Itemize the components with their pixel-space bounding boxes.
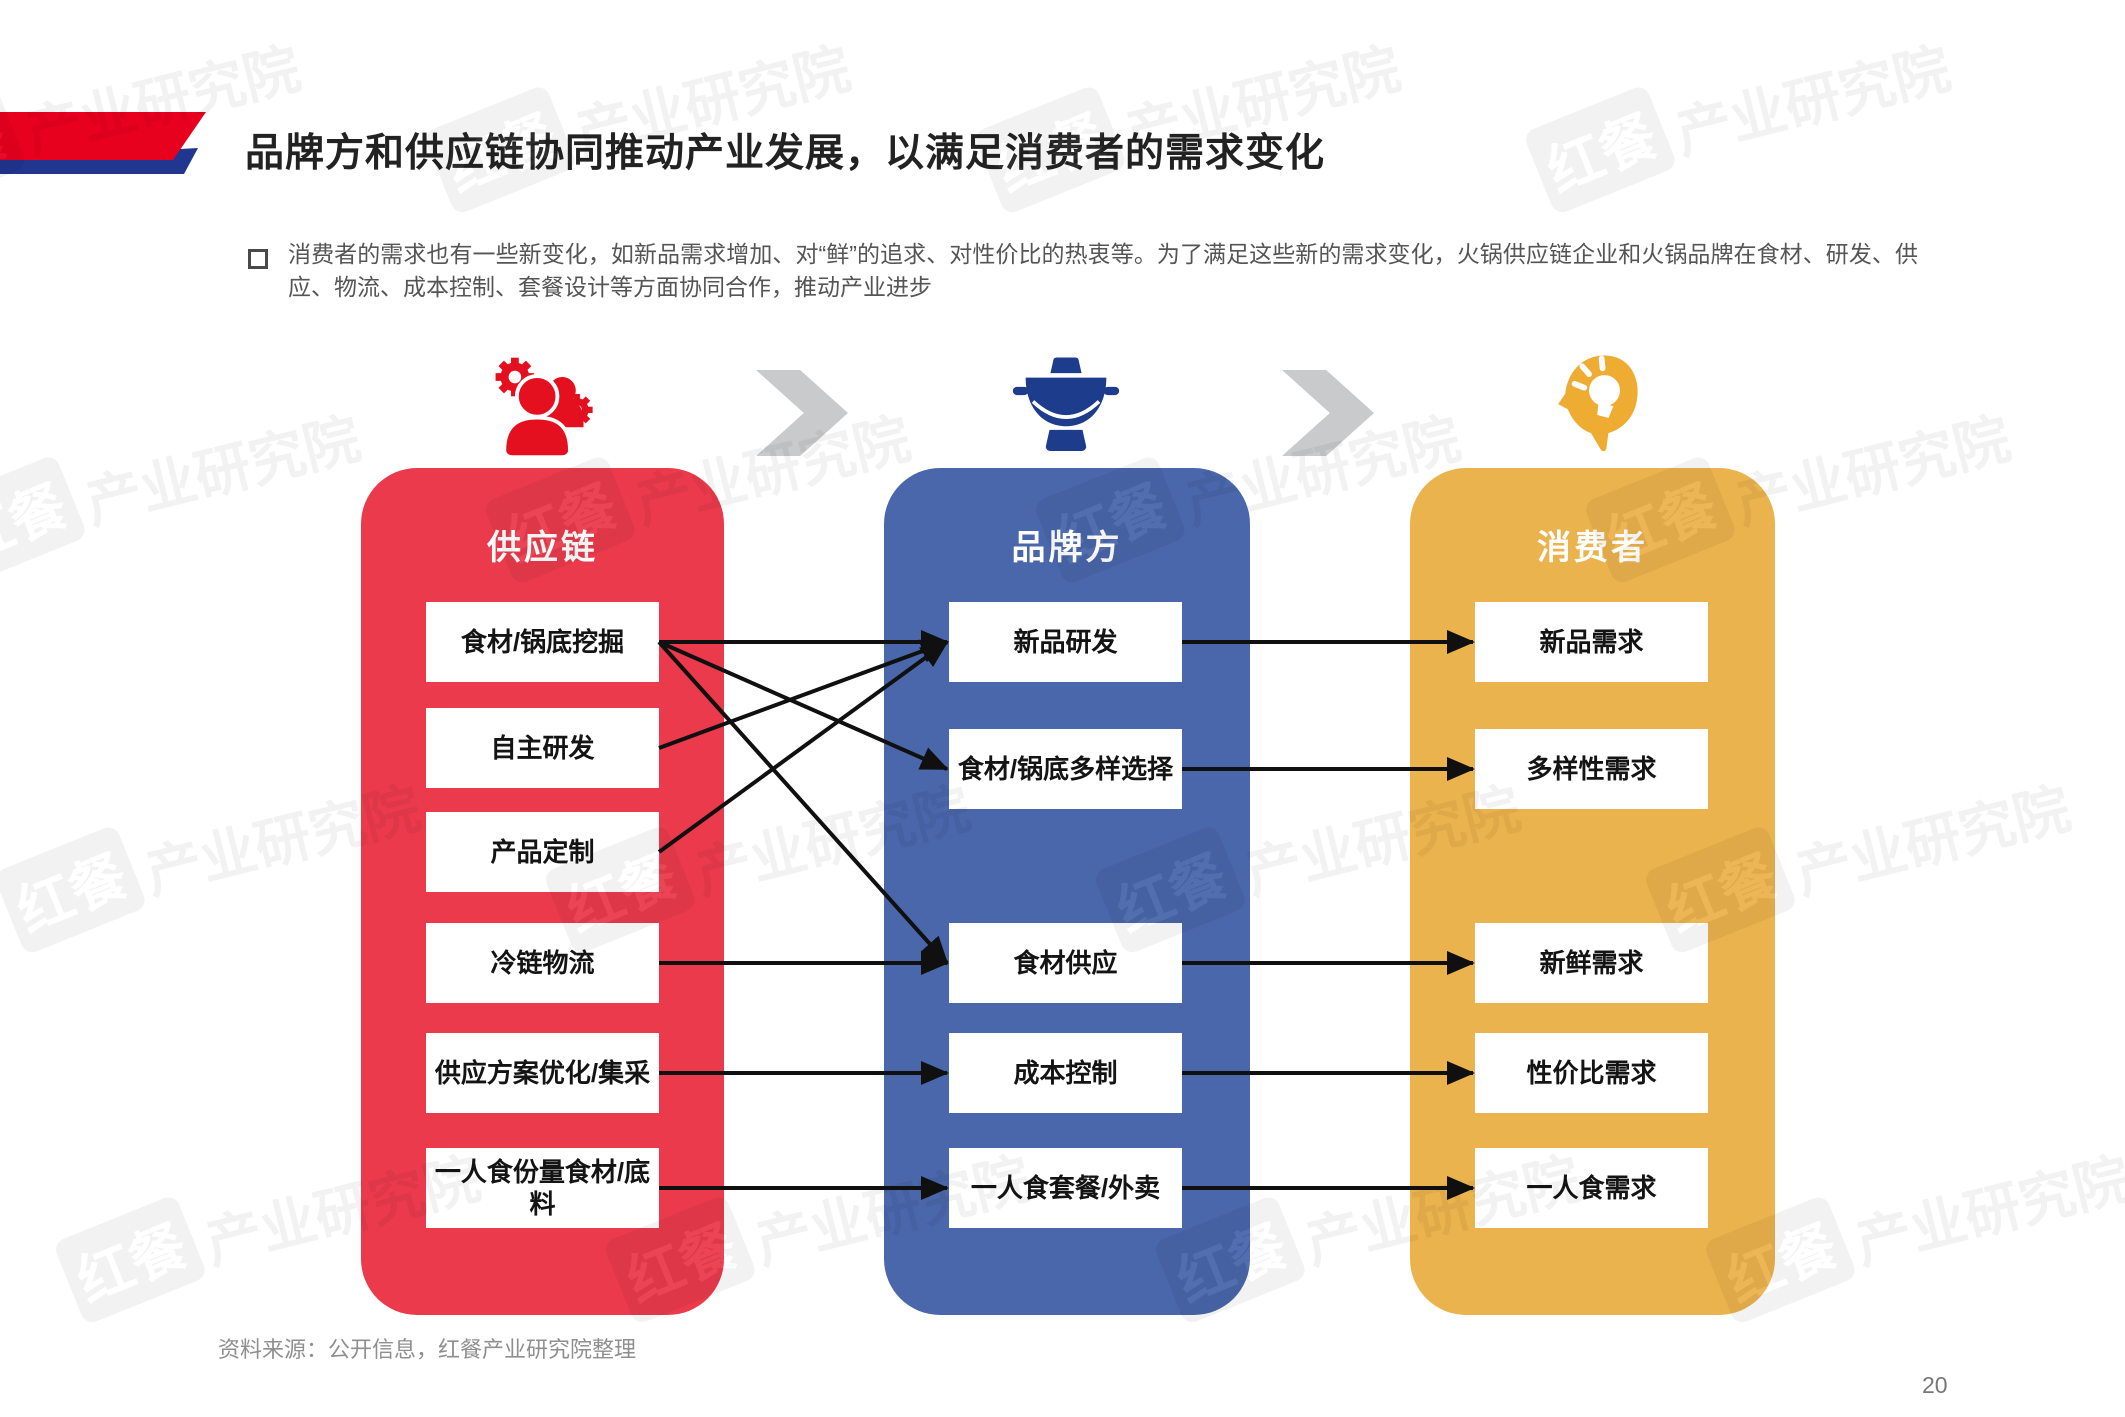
brand-node-2: 食材供应 — [949, 923, 1182, 1003]
consumer-column: 消费者 新品需求 多样性需求 新鲜需求 性价比需求 一人食需求 — [1410, 468, 1775, 1315]
source-note: 资料来源：公开信息，红餐产业研究院整理 — [218, 1337, 637, 1362]
supply-node-0: 食材/锅底挖掘 — [426, 602, 659, 682]
consumer-node-2: 新鲜需求 — [1475, 923, 1708, 1003]
supply-chain-column: 供应链 食材/锅底挖掘 自主研发 产品定制 冷链物流 供应方案优化/集采 一人食… — [361, 468, 724, 1315]
flow-diagram: 供应链 食材/锅底挖掘 自主研发 产品定制 冷链物流 供应方案优化/集采 一人食… — [361, 348, 1775, 1315]
intro-paragraph: 消费者的需求也有一些新变化，如新品需求增加、对“鲜”的追求、对性价比的热衷等。为… — [288, 241, 1918, 301]
supply-node-2: 产品定制 — [426, 812, 659, 892]
consumer-column-title: 消费者 — [1537, 529, 1648, 567]
brand-column-title: 品牌方 — [1011, 529, 1123, 567]
hotpot-icon — [1011, 352, 1121, 462]
chevron-right-icon — [756, 370, 848, 456]
corner-ribbon-decoration — [0, 112, 212, 176]
idea-head-icon — [1533, 348, 1649, 464]
brand-node-3: 成本控制 — [949, 1033, 1182, 1113]
supply-node-3: 冷链物流 — [426, 923, 659, 1003]
supply-chain-column-title: 供应链 — [487, 529, 598, 567]
brand-node-4: 一人食套餐/外卖 — [949, 1148, 1182, 1228]
watermark: 红餐产业研究院 — [422, 20, 859, 216]
chevron-right-icon — [1282, 370, 1374, 456]
supply-node-4: 供应方案优化/集采 — [426, 1033, 659, 1113]
consumer-node-4: 一人食需求 — [1475, 1148, 1708, 1228]
page-title: 品牌方和供应链协同推动产业发展，以满足消费者的需求变化 — [245, 132, 1326, 175]
supply-node-5: 一人食份量食材/底料 — [426, 1148, 659, 1228]
consumer-node-3: 性价比需求 — [1475, 1033, 1708, 1113]
brand-column: 品牌方 新品研发 食材/锅底多样选择 食材供应 成本控制 一人食套餐/外卖 — [884, 468, 1250, 1315]
brand-node-1: 食材/锅底多样选择 — [949, 729, 1182, 809]
team-gears-icon — [483, 348, 599, 464]
watermark: 红餐产业研究院 — [972, 20, 1409, 216]
consumer-node-1: 多样性需求 — [1475, 729, 1708, 809]
supply-node-1: 自主研发 — [426, 708, 659, 788]
brand-node-0: 新品研发 — [949, 602, 1182, 682]
page-number: 20 — [1922, 1372, 1948, 1398]
consumer-node-0: 新品需求 — [1475, 602, 1708, 682]
bullet-square-icon — [248, 249, 268, 269]
watermark: 红餐产业研究院 — [1522, 20, 1959, 216]
watermark: 红餐产业研究院 — [0, 390, 368, 586]
